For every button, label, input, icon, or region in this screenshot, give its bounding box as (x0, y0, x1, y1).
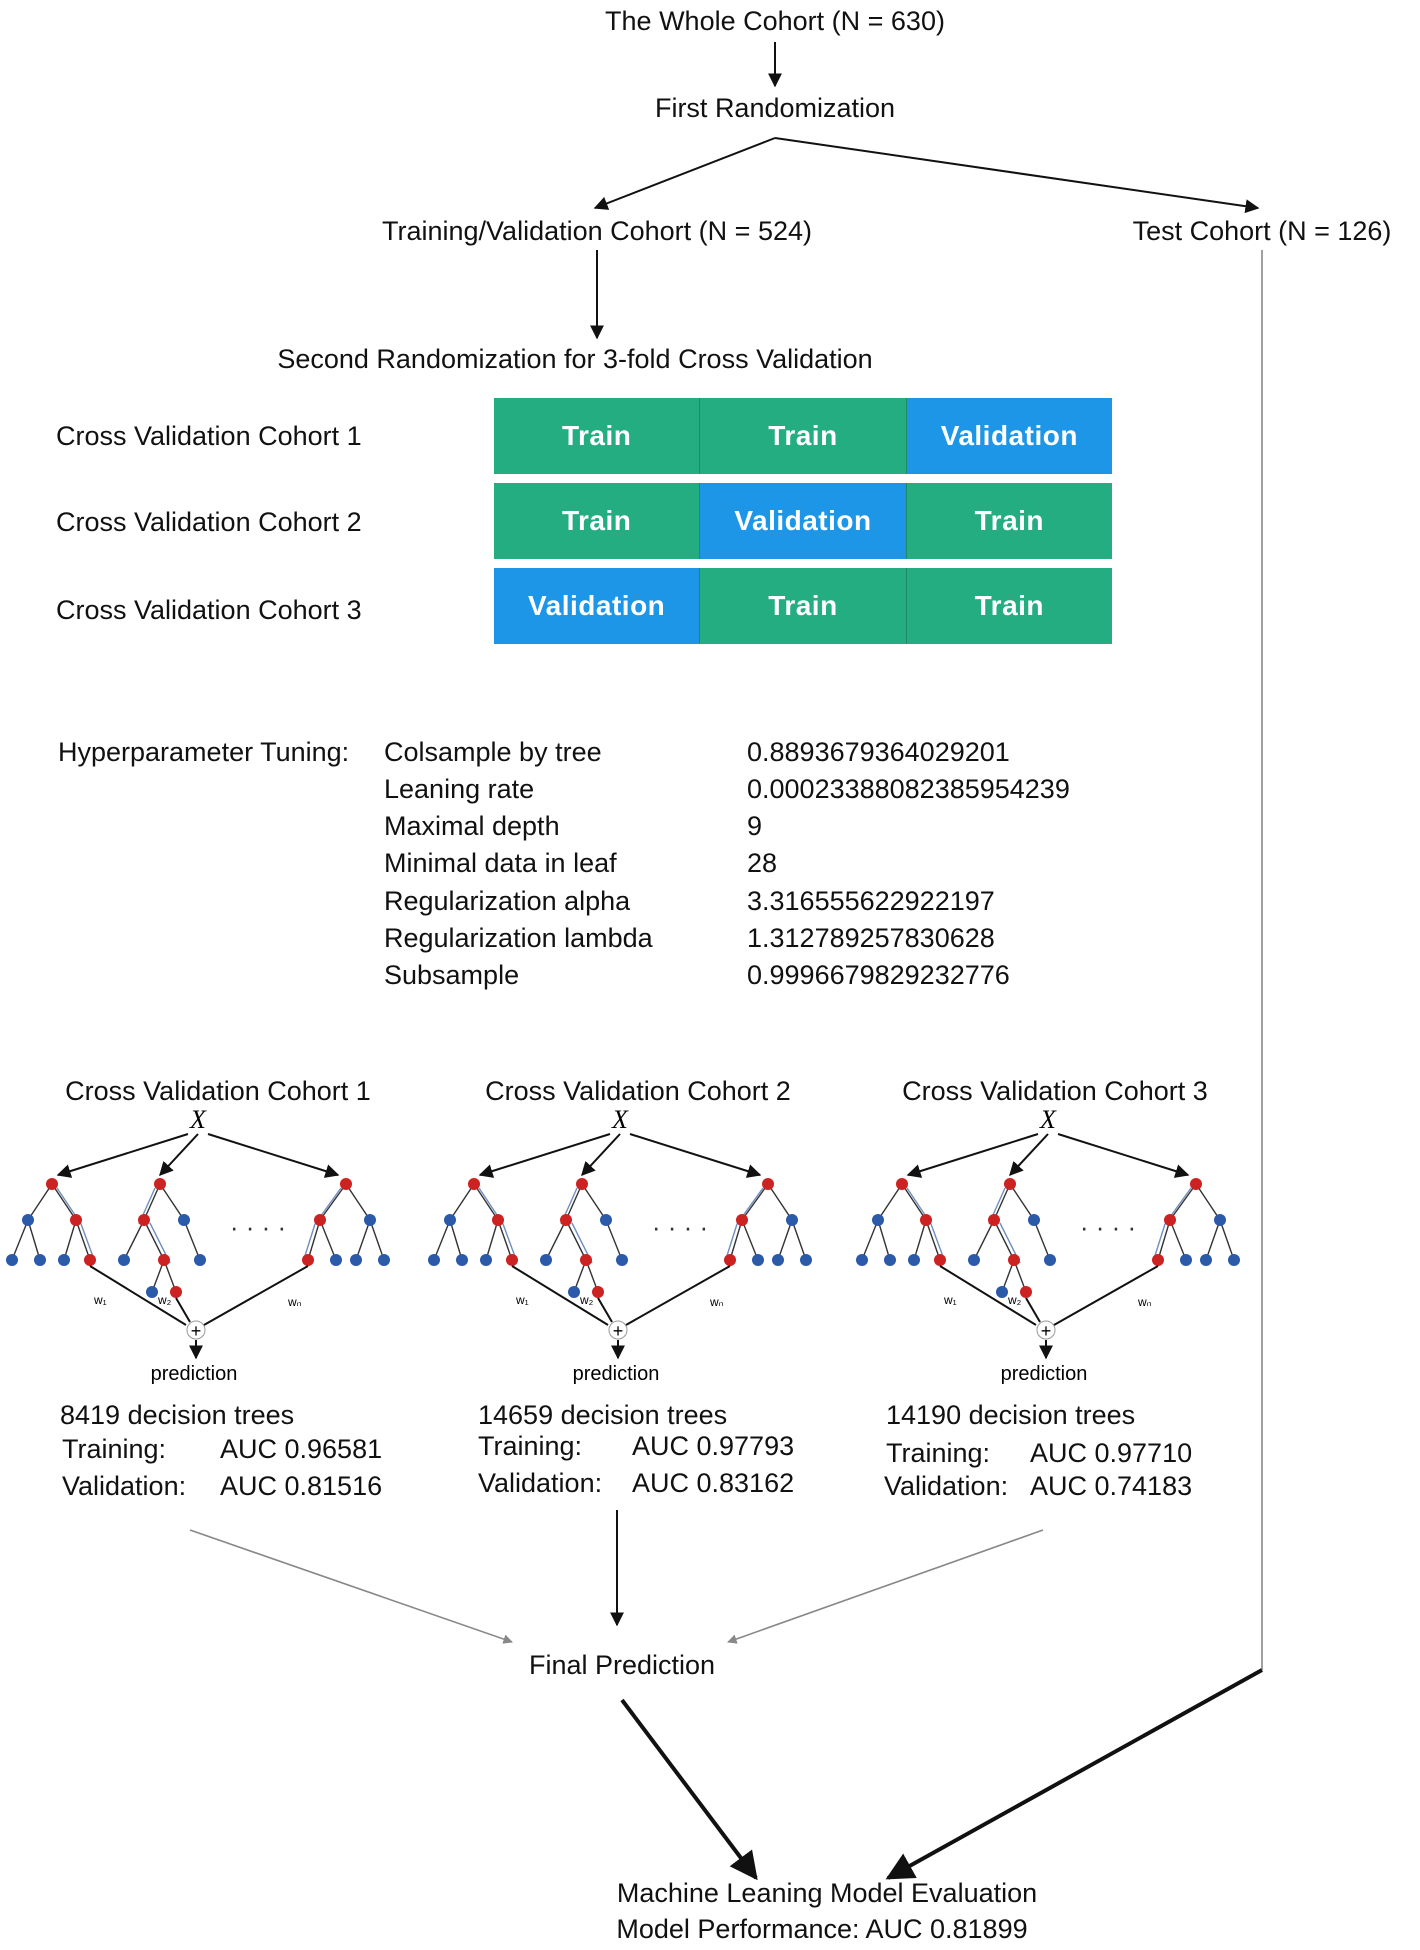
training-validation-cohort-label: Training/Validation Cohort (N = 524) (382, 216, 812, 246)
cv-cell-train: Train (906, 483, 1112, 559)
arrow-final-to-evaluation (620, 1698, 758, 1881)
validation-auc: AUC 0.83162 (632, 1468, 795, 1498)
final-prediction-label: Final Prediction (528, 1650, 716, 1680)
decision-tree (302, 1183, 385, 1263)
arrow-first-to-test (774, 137, 1260, 214)
training-label: Training: (478, 1431, 583, 1461)
cv-cell-train: Train (494, 398, 701, 474)
hyperparameter-name: Regularization lambda (384, 923, 653, 953)
arrow-first-to-training (593, 137, 776, 210)
model-performance: Model Performance: AUC 0.81899 (616, 1914, 1028, 1944)
ellipsis: · · · · (652, 1212, 708, 1242)
ellipsis: · · · · (230, 1212, 286, 1242)
cv-row-2: Train Validation Train (494, 483, 1112, 559)
weight-label: w₂ (157, 1293, 172, 1307)
hyperparameter-value: 28 (747, 848, 778, 878)
cv-cell-train: Train (906, 568, 1112, 644)
arrow-test-to-evaluation (885, 1668, 1263, 1880)
first-randomization-label: First Randomization (654, 93, 896, 123)
decision-tree (1152, 1183, 1235, 1263)
training-auc: AUC 0.97710 (1030, 1438, 1193, 1468)
ensemble-title: Cross Validation Cohort 3 (902, 1076, 1208, 1106)
input-symbol: X (1039, 1110, 1057, 1134)
weight-label: w₁ (515, 1293, 529, 1307)
prediction-label: prediction (573, 1363, 660, 1385)
validation-label: Validation: (478, 1468, 603, 1498)
tree-nodes (6, 1178, 390, 1298)
decision-tree (545, 1183, 623, 1293)
hyperparameter-name: Minimal data in leaf (384, 848, 617, 878)
second-randomization-label: Second Randomization for 3-fold Cross Va… (277, 344, 873, 374)
weight-label: wₙ (287, 1295, 302, 1309)
validation-auc: AUC 0.74183 (1030, 1471, 1193, 1501)
training-auc: AUC 0.96581 (220, 1434, 383, 1464)
prediction-label: prediction (151, 1363, 238, 1385)
sum-symbol: + (1041, 1321, 1052, 1341)
hyperparameter-heading: Hyperparameter Tuning: (58, 737, 350, 767)
tree-nodes (428, 1178, 812, 1298)
hyperparameter-name: Leaning rate (384, 774, 535, 804)
arrow-cv1-to-final (189, 1529, 513, 1644)
weight-label: w₁ (943, 1293, 957, 1307)
training-label: Training: (62, 1434, 167, 1464)
tree-nodes (856, 1178, 1240, 1298)
hyperparameter-value: 0.9996679829232776 (747, 960, 1010, 990)
hyperparameter-value: 3.316555622922197 (747, 886, 995, 916)
tree-count: 14190 decision trees (886, 1400, 1136, 1430)
hyperparameter-value: 1.312789257830628 (747, 923, 995, 953)
weight-label: wₙ (709, 1295, 724, 1309)
validation-auc: AUC 0.81516 (220, 1471, 383, 1501)
validation-label: Validation: (884, 1471, 1009, 1501)
tree-ensemble-illustration: X (428, 1110, 812, 1385)
cv-row-label-3: Cross Validation Cohort 3 (56, 595, 362, 625)
evaluation-title: Machine Leaning Model Evaluation (616, 1878, 1038, 1908)
tree-count: 8419 decision trees (60, 1400, 295, 1430)
cv-row-label-2: Cross Validation Cohort 2 (56, 507, 362, 537)
decision-tree (123, 1183, 201, 1293)
input-symbol: X (189, 1110, 207, 1134)
hyperparameter-name: Colsample by tree (384, 737, 602, 767)
cv-cell-train: Train (700, 568, 907, 644)
test-cohort-label: Test Cohort (N = 126) (1132, 216, 1392, 246)
cv-cell-validation: Validation (494, 568, 701, 644)
hyperparameter-value: 9 (747, 811, 763, 841)
weight-label: wₙ (1137, 1295, 1152, 1309)
input-symbol: X (611, 1110, 629, 1134)
hyperparameter-name: Regularization alpha (384, 886, 631, 916)
cv-row-1: Train Train Validation (494, 398, 1112, 474)
cv-row-3: Validation Train Train (494, 568, 1112, 644)
hyperparameter-value: 0.00023388082385954239 (747, 774, 1070, 804)
decision-tree (973, 1183, 1051, 1293)
hyperparameter-name: Subsample (384, 960, 520, 990)
prediction-label: prediction (1001, 1363, 1088, 1385)
ensemble-title: Cross Validation Cohort 1 (65, 1076, 371, 1106)
hyperparameter-name: Maximal depth (384, 811, 560, 841)
ellipsis: · · · · (1080, 1212, 1136, 1242)
decision-tree (11, 1183, 96, 1263)
cv-cell-train: Train (700, 398, 907, 474)
weight-label: w₂ (579, 1293, 594, 1307)
sum-symbol: + (613, 1321, 624, 1341)
cv-cell-validation: Validation (906, 398, 1112, 474)
cv-row-label-1: Cross Validation Cohort 1 (56, 421, 362, 451)
weight-label: w₂ (1007, 1293, 1022, 1307)
hyperparameter-value: 0.8893679364029201 (747, 737, 1010, 767)
tree-count: 14659 decision trees (478, 1400, 728, 1430)
cv-cell-validation: Validation (700, 483, 907, 559)
weight-label: w₁ (93, 1293, 107, 1307)
ensemble-title: Cross Validation Cohort 2 (485, 1076, 791, 1106)
cv-cell-train: Train (494, 483, 701, 559)
whole-cohort-label: The Whole Cohort (N = 630) (605, 6, 945, 36)
training-label: Training: (886, 1438, 991, 1468)
tree-ensemble-illustration: X (6, 1110, 390, 1385)
sum-symbol: + (191, 1321, 202, 1341)
validation-label: Validation: (62, 1471, 187, 1501)
training-auc: AUC 0.97793 (632, 1431, 795, 1461)
tree-ensemble-illustration: X (856, 1110, 1240, 1385)
arrow-cv3-to-final (727, 1529, 1044, 1644)
